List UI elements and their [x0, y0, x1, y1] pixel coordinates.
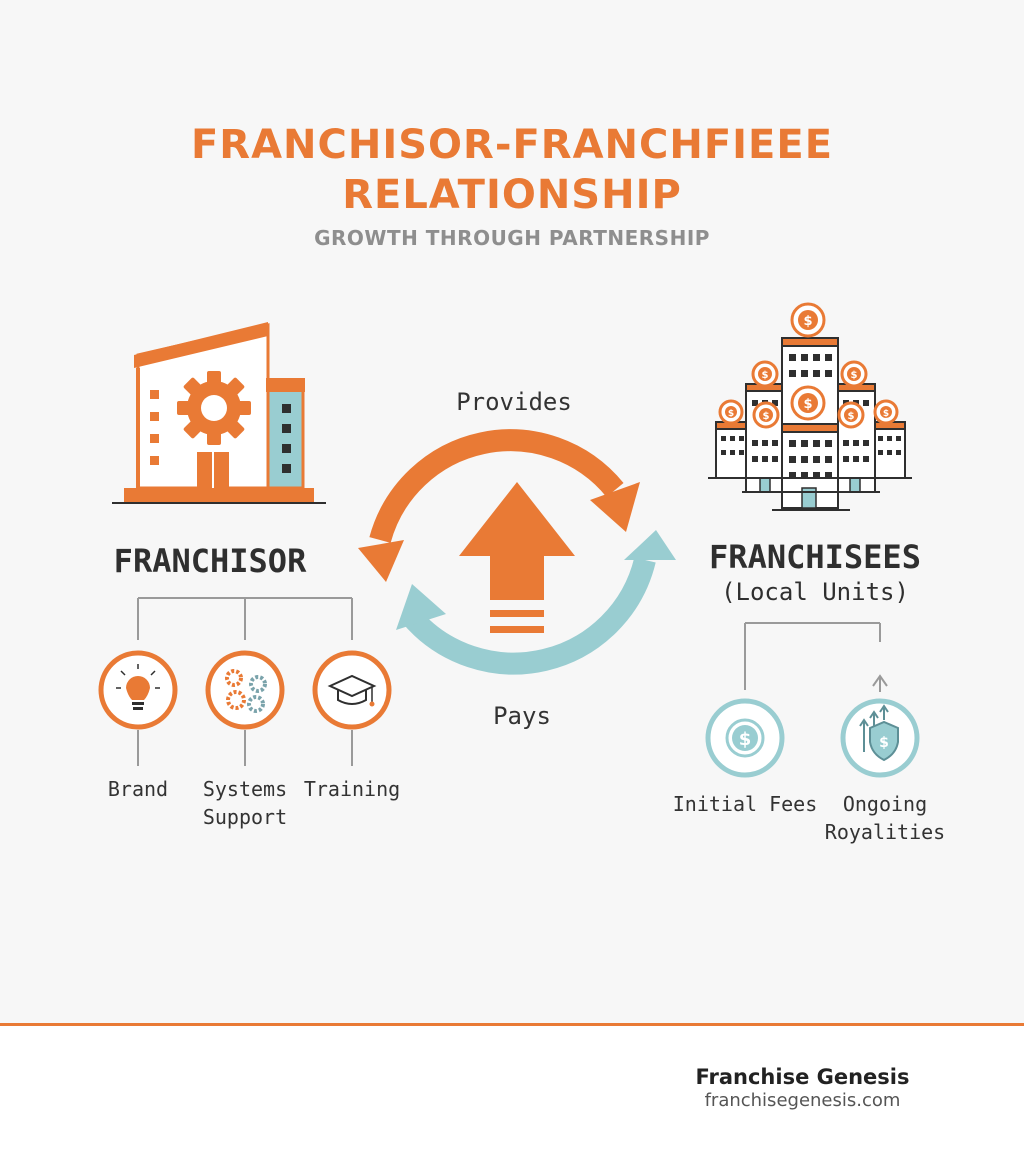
svg-text:$: $	[803, 397, 812, 412]
page-title-line-1: FRANCHISOR-FRANCHFIEEE	[190, 122, 834, 168]
provides-arrowhead-right	[590, 482, 640, 532]
svg-text:$: $	[848, 411, 855, 422]
svg-text:$: $	[728, 409, 734, 419]
franchisor-item-systems-support: Systems Support	[202, 777, 288, 829]
growth-up-arrow	[459, 482, 575, 600]
franchisees-subheading: (Local Units)	[721, 578, 909, 606]
svg-text:$: $	[762, 370, 769, 381]
dollar-coin-icon: $	[725, 718, 765, 758]
svg-text:$: $	[851, 370, 858, 381]
provides-arrow	[369, 429, 624, 543]
pays-arrowhead-right	[624, 530, 676, 560]
franchisees-item-ongoing-royalities: Ongoing Royalities	[824, 792, 946, 844]
lightbulb-icon	[116, 664, 160, 710]
franchisor-heading: FRANCHISOR	[113, 542, 307, 580]
svg-text:$: $	[879, 735, 889, 751]
franchisor-item-training: Training	[303, 777, 401, 801]
footer-background	[0, 1026, 1024, 1154]
pays-arrowhead-left	[396, 584, 446, 630]
svg-text:$: $	[739, 729, 752, 750]
training-icon-circle	[312, 650, 392, 730]
graduation-cap-icon	[327, 674, 377, 707]
svg-text:$: $	[883, 409, 889, 419]
page-title-line-2: RELATIONSHIP	[342, 172, 682, 218]
ongoing-royalities-icon-circle: $	[840, 698, 920, 778]
provides-arrowhead-left	[358, 540, 404, 582]
pays-arrow	[401, 557, 656, 675]
svg-text:$: $	[763, 411, 770, 422]
brand-icon-circle	[98, 650, 178, 730]
franchisees-item-initial-fees: Initial Fees	[672, 792, 818, 816]
systems-icon-circle	[205, 650, 285, 730]
shield-dollar-icon: $	[859, 704, 899, 762]
pays-label: Pays	[493, 702, 551, 730]
franchisees-heading: FRANCHISEES	[709, 538, 921, 576]
footer-brand-name: Franchise Genesis	[695, 1065, 910, 1089]
initial-fees-icon-circle: $	[705, 698, 785, 778]
page-subtitle: GROWTH THROUGH PARTNERSHIP	[314, 226, 710, 250]
footer-divider	[0, 1023, 1024, 1026]
provides-label: Provides	[456, 388, 572, 416]
footer-brand-url[interactable]: franchisegenesis.com	[704, 1090, 901, 1111]
franchisor-item-brand: Brand	[107, 777, 169, 801]
svg-text:$: $	[803, 314, 812, 329]
gears-icon	[225, 669, 267, 713]
